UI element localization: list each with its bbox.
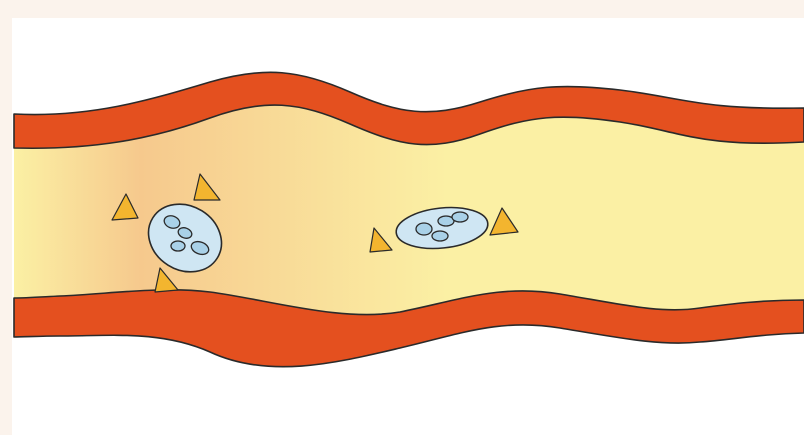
- blood-vessel-diagram: [0, 0, 804, 435]
- diagram-canvas: [0, 0, 804, 435]
